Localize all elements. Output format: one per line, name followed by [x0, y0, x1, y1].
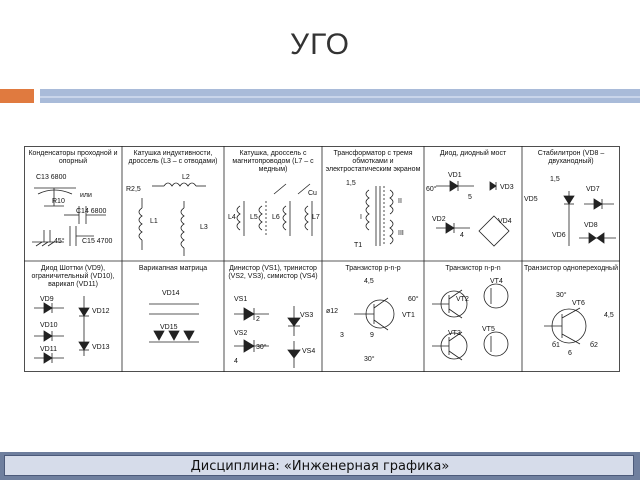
header-varicap-matrix: Варикапная матрица	[138, 265, 208, 272]
label-l2: L2	[182, 174, 190, 181]
label-l1: L1	[150, 218, 158, 225]
header-pnp: Транзистор p-n-p	[345, 265, 401, 272]
label-vd6: VD6	[552, 232, 566, 239]
header-npn: Транзистор n-p-n	[445, 265, 501, 272]
label-vd15: VD15	[160, 324, 178, 331]
label-ili: или	[80, 192, 92, 199]
label-p3: 3	[340, 332, 344, 339]
label-cu: Cu	[308, 190, 317, 197]
label-d4: 4	[460, 232, 464, 239]
table-drawing	[24, 146, 620, 372]
header-schottky: Диод Шоттки (VD9), ограничительный (VD10…	[31, 265, 115, 288]
label-vt5: VT5	[482, 326, 495, 333]
capacitor-symbols	[32, 187, 106, 247]
label-vd1: VD1	[448, 172, 462, 179]
label-c14: С14 6800	[76, 208, 107, 215]
footer-bar: Дисциплина: «Инженерная графика»	[0, 452, 640, 480]
label-vt1: VT1	[402, 312, 415, 319]
label-t15: 1,5	[346, 180, 356, 187]
inductor-symbols	[138, 182, 206, 256]
thyristor-symbols	[234, 306, 301, 368]
slide-title: УГО	[290, 28, 350, 61]
label-s4: 4	[234, 358, 238, 365]
label-vd11: VD11	[40, 346, 57, 353]
label-b2: б2	[590, 342, 598, 349]
label-l5: L5	[250, 214, 258, 221]
header-inductor: Катушка индуктивности, дроссель (L3 – с …	[128, 150, 218, 165]
label-vd7: VD7	[586, 186, 600, 193]
label-pd12: ø12	[326, 308, 339, 315]
label-l4: L4	[228, 214, 236, 221]
transformer-symbol	[365, 186, 394, 246]
label-deg45: 45°	[54, 238, 65, 245]
label-vd5: VD5	[524, 196, 538, 203]
label-deg60: 60°	[426, 186, 437, 193]
label-l6: L6	[272, 214, 280, 221]
header-capacitors: Конденсаторы проходной и опорный	[28, 150, 118, 165]
label-b1: б1	[552, 342, 560, 349]
label-vs1: VS1	[234, 296, 248, 303]
label-deg30a: 30°	[256, 344, 267, 351]
transistor-symbols	[354, 283, 587, 361]
label-vt4: VT4	[490, 278, 503, 285]
label-l7: L7	[312, 214, 320, 221]
footer-discipline-text: Дисциплина: «Инженерная графика»	[190, 459, 450, 474]
label-r10: R10	[52, 198, 65, 205]
label-vt2: VT2	[456, 296, 469, 303]
label-t-ii: II	[398, 198, 402, 205]
label-p9: 9	[370, 332, 374, 339]
header-thyristor: Динистор (VS1), тринистор (VS2, VS3), си…	[228, 265, 318, 280]
diode-bridge-symbols	[436, 180, 510, 247]
label-vd8: VD8	[584, 222, 598, 229]
header-diode-bridge: Диод, диодный мост	[439, 150, 507, 157]
varicap-matrix-symbols	[149, 303, 199, 343]
label-c15: С15 4700	[82, 238, 113, 245]
header-ujt: Транзистор однопереходный	[524, 265, 618, 272]
label-c13: С13 6800	[36, 174, 67, 181]
label-t1: T1	[354, 242, 363, 249]
label-t-i: I	[360, 214, 362, 221]
label-vs2: VS2	[234, 330, 248, 337]
label-vs4: VS4	[302, 348, 316, 355]
cored-inductor-symbols	[236, 183, 313, 236]
label-r25: R2,5	[126, 186, 141, 193]
label-vs3: VS3	[300, 312, 314, 319]
zener-diode-symbols	[563, 191, 616, 246]
label-vd12: VD12	[92, 308, 110, 315]
header-cored-inductor: Катушка, дроссель с магнитопроводом (L7 …	[232, 150, 314, 173]
label-u6: 6	[568, 350, 572, 357]
label-z15: 1,5	[550, 176, 560, 183]
label-t-iii: III	[398, 230, 404, 237]
ugo-reference-table: Конденсаторы проходной и опорный Катушка…	[24, 146, 620, 372]
label-p30: 30°	[364, 356, 375, 363]
title-accent-strip	[40, 96, 640, 98]
label-p60: 60°	[408, 296, 419, 303]
label-s2: 2	[256, 316, 260, 323]
label-vd2: VD2	[432, 216, 446, 223]
label-vt6: VT6	[572, 300, 585, 307]
label-u30: 30°	[556, 292, 567, 299]
label-p45: 4,5	[364, 278, 374, 285]
title-accent-bar-orange	[0, 89, 34, 103]
label-vd9: VD9	[40, 296, 54, 303]
label-vd3: VD3	[500, 184, 514, 191]
label-vt3: VT3	[448, 330, 461, 337]
header-transformer: Трансформатор с тремя обмотками и электр…	[325, 150, 421, 173]
label-l3: L3	[200, 224, 208, 231]
footer-panel: Дисциплина: «Инженерная графика»	[4, 455, 634, 476]
label-vd4: VD4	[498, 218, 512, 225]
label-vd10: VD10	[40, 322, 58, 329]
label-u45: 4,5	[604, 312, 614, 319]
label-vd13: VD13	[92, 344, 110, 351]
label-d5: 5	[468, 194, 472, 201]
label-vd14: VD14	[162, 290, 180, 297]
schottky-diode-symbols	[34, 296, 90, 364]
header-zener: Стабилитрон (VD8 – двуханодный)	[537, 150, 605, 165]
